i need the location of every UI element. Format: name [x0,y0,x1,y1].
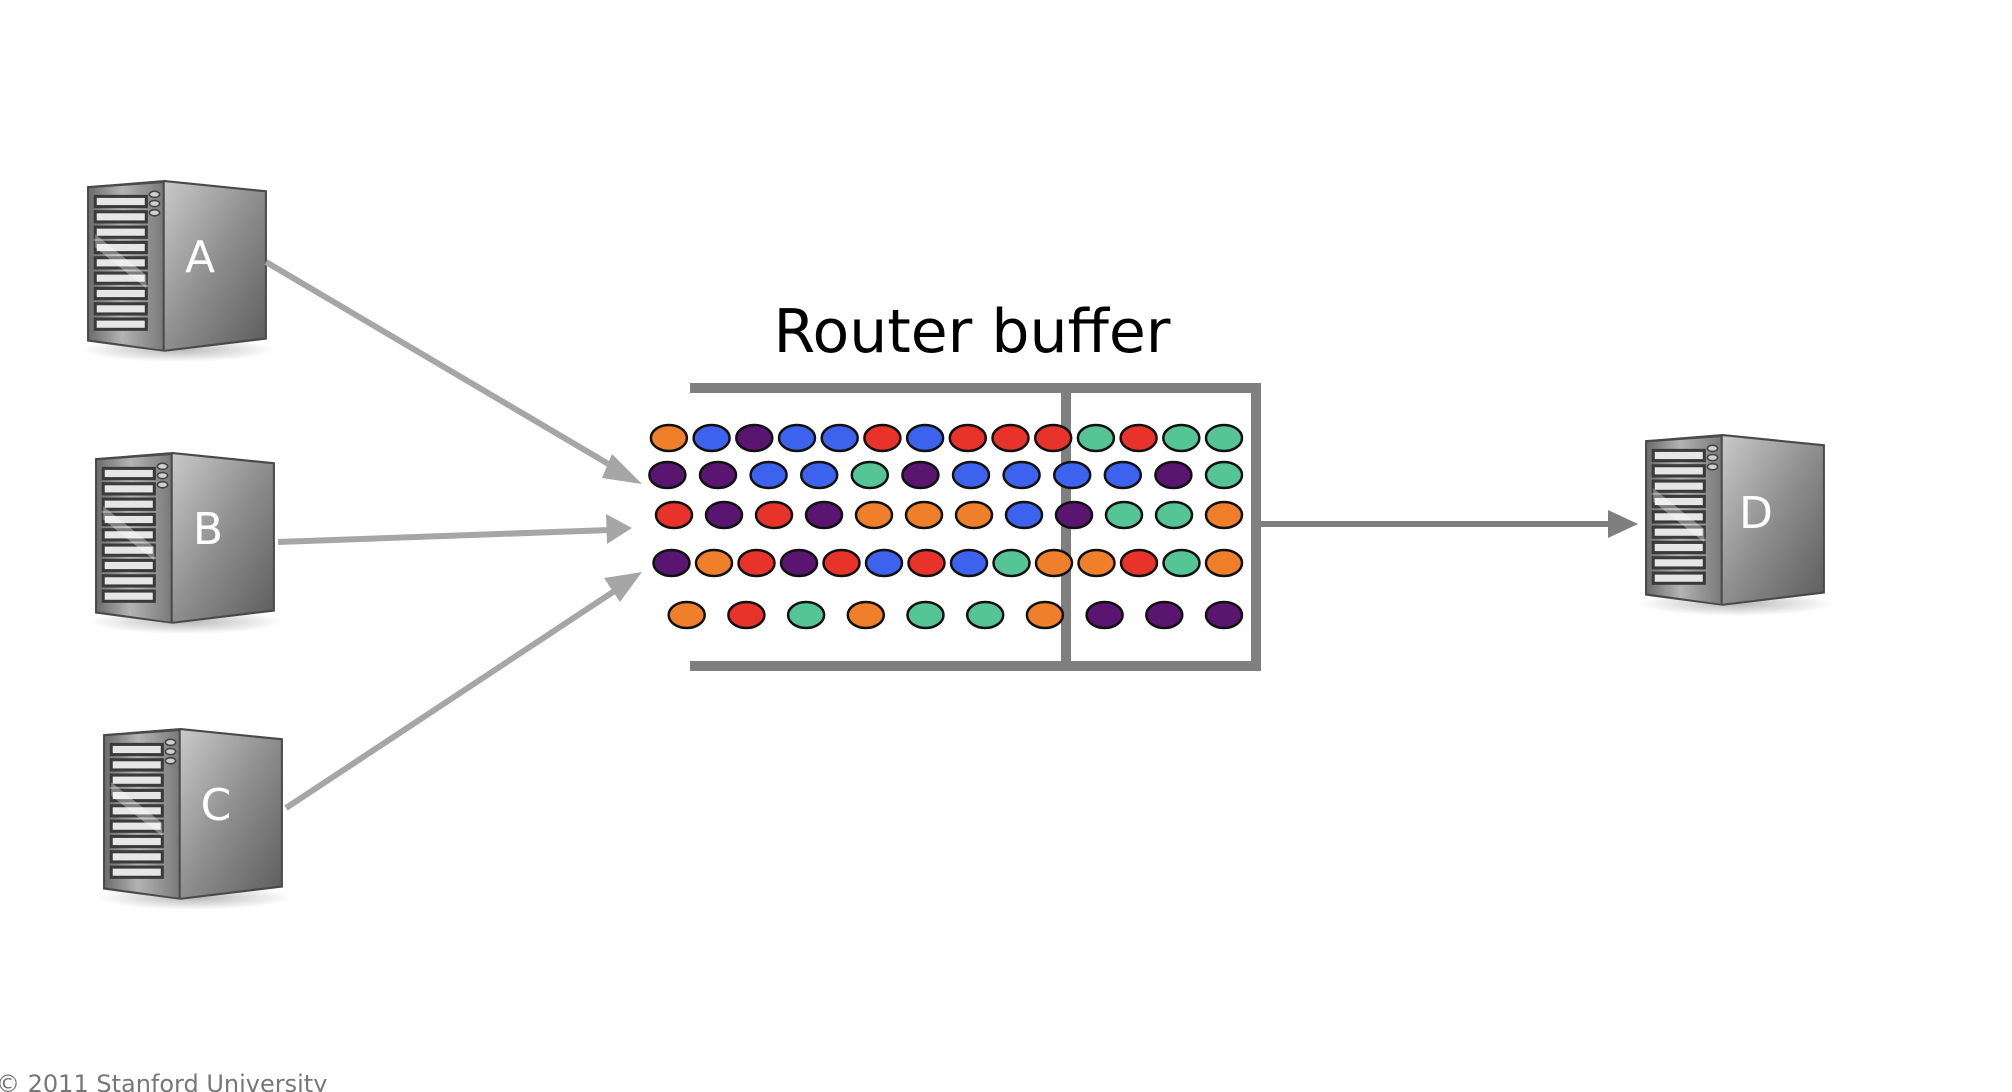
packet-orange [846,600,886,630]
packet-green [1162,423,1201,453]
packet-green [1104,500,1144,530]
packet-orange [667,600,706,630]
server-icon [95,726,293,910]
arrow-d-head [1608,510,1638,538]
server-b-label: B [193,504,223,555]
packet-purple [1085,600,1124,630]
packet-green [965,600,1005,630]
packet-red [727,600,766,630]
packet-green [1204,423,1244,453]
packet-purple [901,460,940,490]
packet-green [906,600,945,630]
packet-purple [1054,500,1094,530]
diagram-title: Router buffer [774,297,1171,367]
copyright-footer: © 2011 Stanford University [0,1070,327,1092]
packet-green [1154,500,1194,530]
server-c-label: C [201,780,232,831]
arrow-a-head [602,454,642,484]
packet-blue [820,423,859,453]
packet-blue [749,460,788,490]
input-arrows [264,259,642,811]
server-d: D [1637,432,1835,616]
packet-orange [1204,548,1244,578]
buffer-walls [690,383,1261,671]
packet-red [907,548,946,578]
packet-blue [949,548,989,578]
packet-red [754,500,794,530]
server-icon [79,178,277,362]
arrow-c-to-buffer [284,583,624,811]
server-icon [87,450,285,634]
packet-purple [779,548,819,578]
server-b: B [87,450,285,634]
packet-blue [1002,460,1041,490]
packet-red [1119,548,1159,578]
packet-red [737,548,776,578]
packet-blue [864,548,904,578]
packet-purple [1154,460,1193,490]
packet-red [863,423,902,453]
packet-purple [648,460,687,490]
server-icon [1637,432,1835,616]
packet-green [992,548,1031,578]
arrow-b-head [606,514,632,544]
arrow-b-to-buffer [277,527,611,545]
packet-red [1119,423,1158,453]
packet-orange [1077,548,1116,578]
packet-purple [704,500,744,530]
packet-purple [1204,600,1244,630]
packet-blue [1103,460,1143,490]
packet-purple [735,423,774,453]
packet-queue [648,423,1244,630]
packet-orange [649,423,689,453]
packet-red [822,548,861,578]
packet-red [991,423,1030,453]
server-a: A [79,178,277,362]
packet-red [948,423,988,453]
packet-purple [1145,600,1184,630]
packet-red [1033,423,1073,453]
arrow-a-to-buffer [264,259,624,475]
output-arrow [1256,510,1638,538]
packet-orange [904,500,944,530]
server-d-label: D [1739,488,1773,539]
packet-orange [1025,600,1065,630]
packet-green [850,460,890,490]
packet-blue [1052,460,1092,490]
packet-orange [854,500,894,530]
packet-orange [1204,500,1244,530]
packet-orange [954,500,994,530]
packet-green [1076,423,1116,453]
packet-green [1162,548,1201,578]
packet-red [654,500,694,530]
packet-green [786,600,826,630]
packet-purple [804,500,844,530]
packet-blue [905,423,945,453]
packet-blue [799,460,839,490]
packet-green [1204,460,1244,490]
server-a-label: A [185,232,215,283]
packet-orange [694,548,734,578]
arrow-c-head [604,572,642,602]
packet-blue [692,423,731,453]
packet-purple [698,460,738,490]
packet-blue [951,460,991,490]
packet-orange [1034,548,1074,578]
server-c: C [95,726,293,910]
packet-blue [1004,500,1044,530]
packet-purple [652,548,691,578]
packet-blue [777,423,817,453]
